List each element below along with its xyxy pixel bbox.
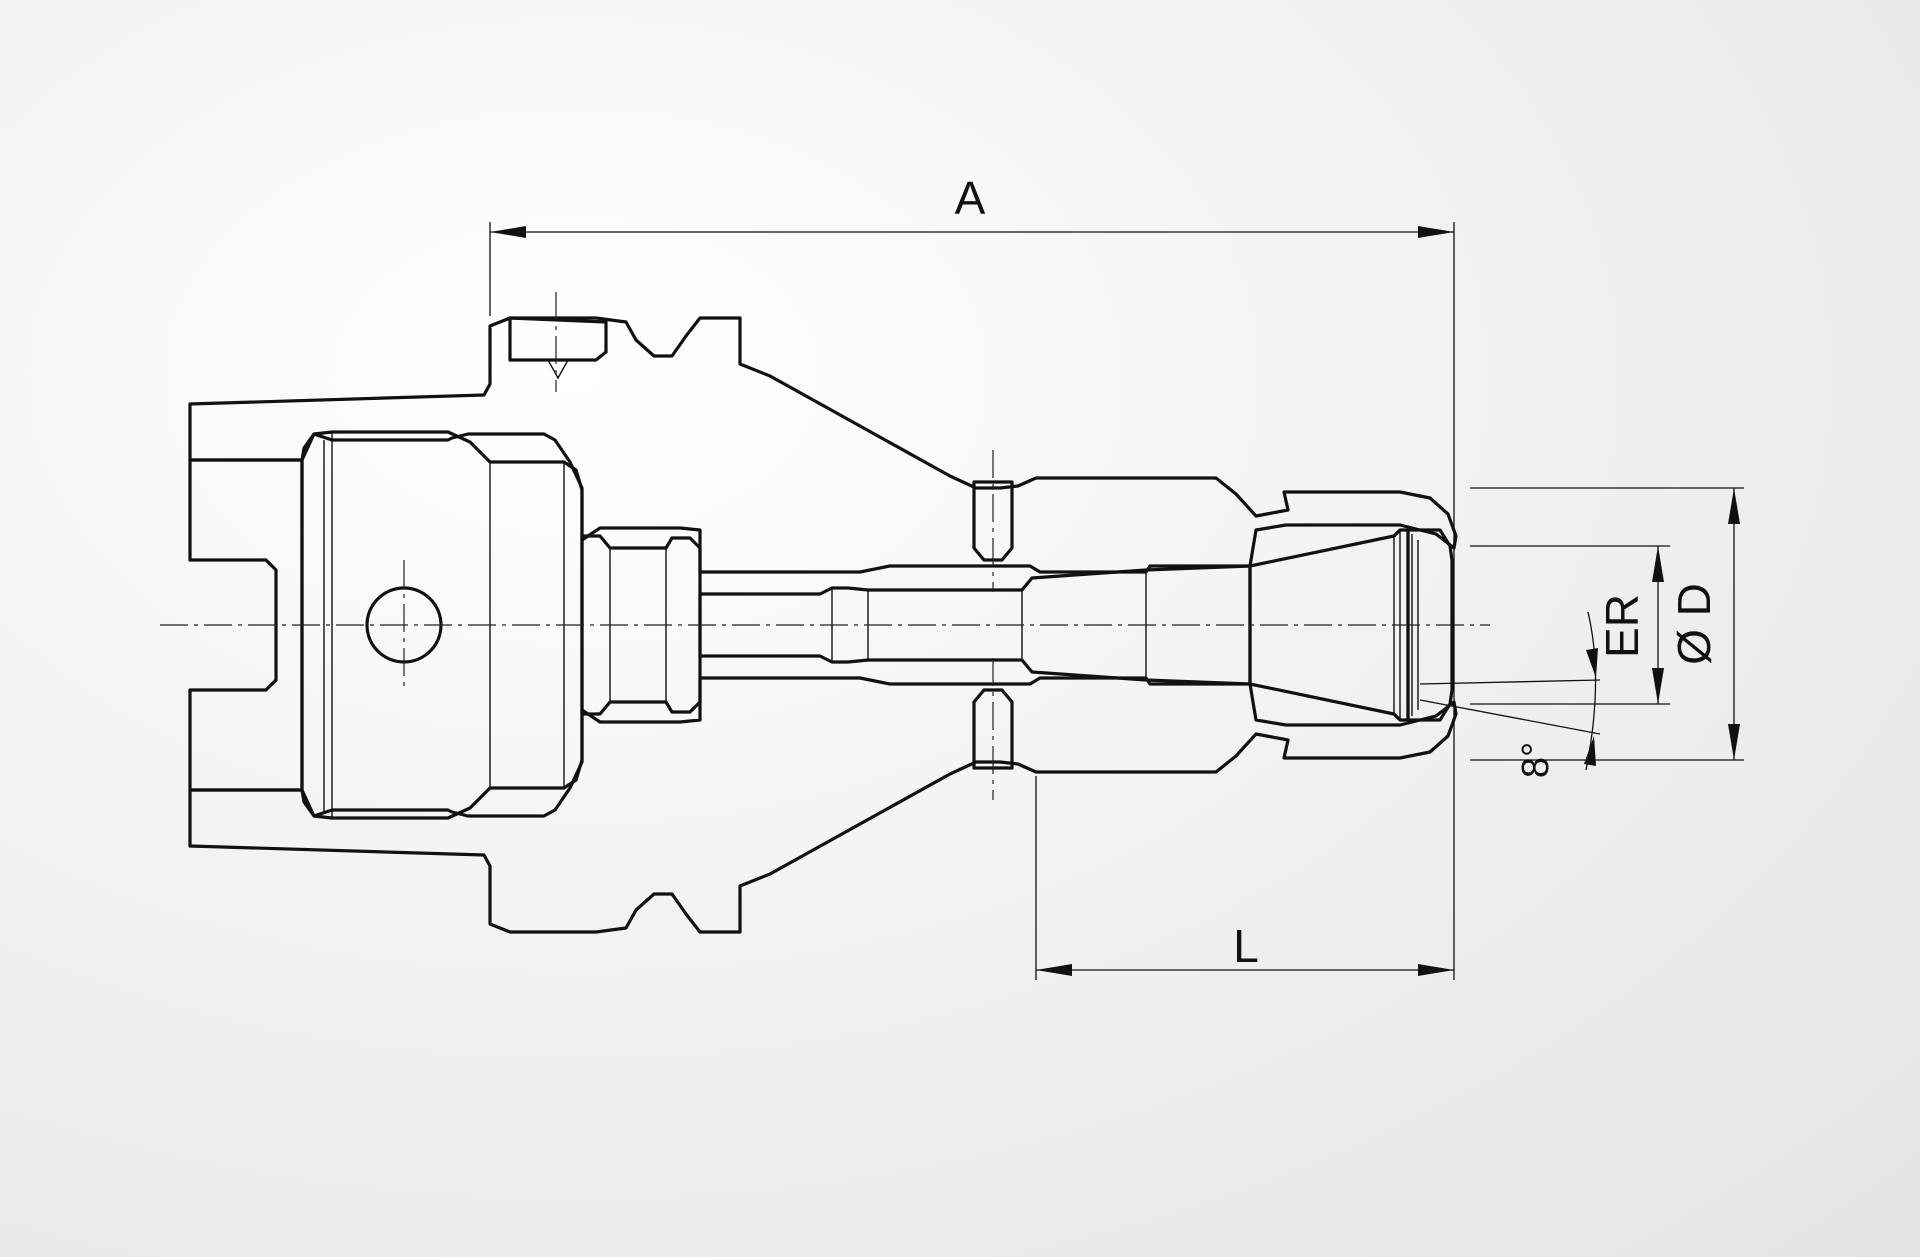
dimension-ER: ER (1470, 545, 1670, 705)
dimension-A: A (489, 172, 1455, 980)
nut-bore (1406, 528, 1454, 722)
key-slot (508, 316, 608, 362)
dimension-L: L (1035, 776, 1454, 980)
dimension-label-er: ER (1596, 594, 1648, 658)
screw-hole-upper (972, 480, 1014, 562)
upper-section (188, 316, 1458, 574)
screw-hole-lower (972, 688, 1014, 770)
dimension-label-d: Ø D (1668, 583, 1720, 665)
dimension-label-angle: 8° (1515, 742, 1557, 778)
dimension-D: Ø D (1470, 487, 1744, 761)
dimension-label-l: L (1233, 920, 1259, 972)
center-lines (160, 292, 1490, 800)
groove (580, 534, 702, 716)
lower-section (188, 676, 1458, 934)
dimension-label-a: A (955, 172, 986, 224)
dimension-angle: 8° (1419, 611, 1601, 778)
bore-details (323, 316, 1419, 818)
